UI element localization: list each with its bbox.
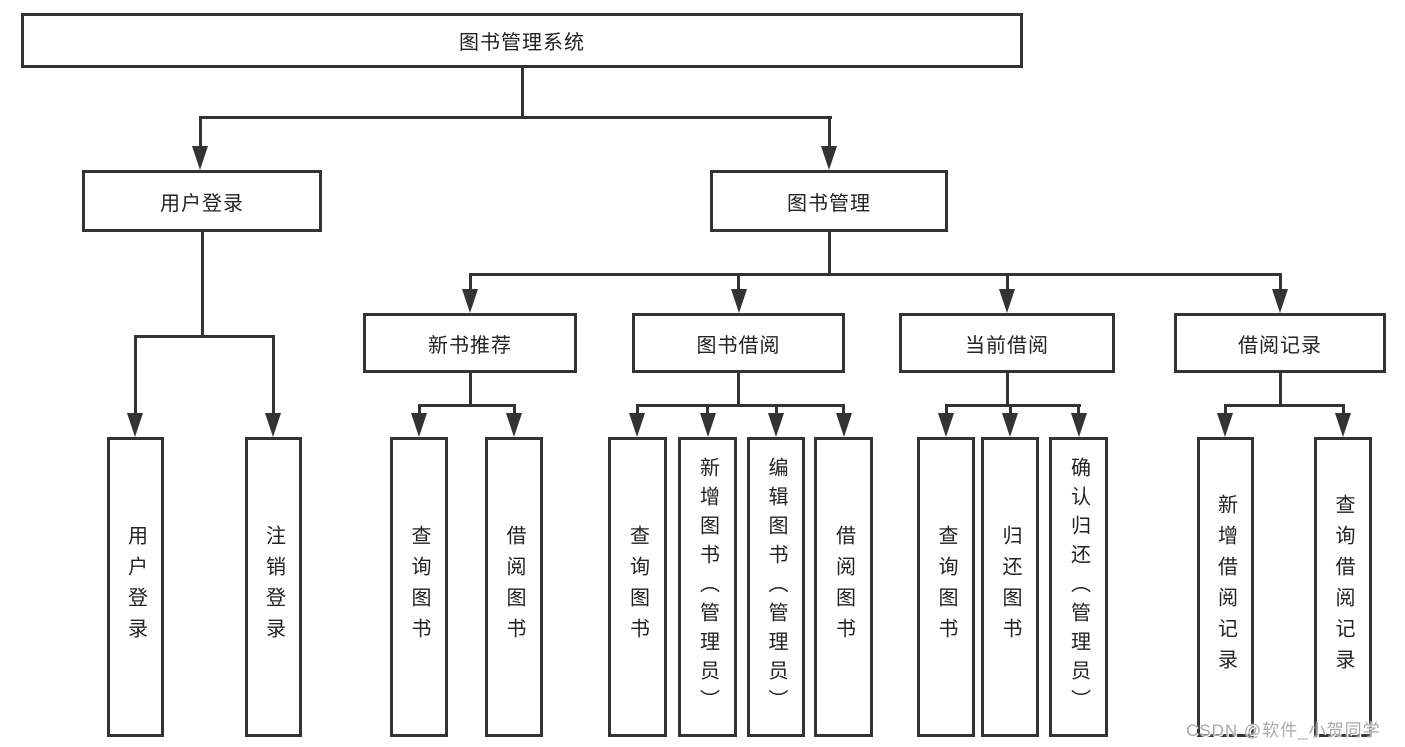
arrowhead-nbr-query bbox=[411, 413, 427, 437]
leaf-bb-query-books: 查询图书 bbox=[608, 437, 667, 737]
connector-bb-leaf3-drop bbox=[774, 404, 778, 413]
connector-user-login-drop bbox=[198, 116, 202, 146]
node-root-library-management-system: 图书管理系统 bbox=[21, 13, 1023, 68]
connector-bb-leaf4-drop bbox=[842, 404, 845, 413]
arrowhead-bb-add bbox=[699, 413, 716, 437]
arrowhead-login-leaf bbox=[127, 413, 143, 437]
connector-nbr-hline bbox=[417, 404, 516, 407]
connector-level2-hline bbox=[198, 116, 832, 119]
arrowhead-bb-query bbox=[629, 413, 645, 437]
arrowhead-br-add bbox=[1217, 413, 1233, 437]
connector-login-leaf-drop bbox=[133, 335, 137, 413]
arrowhead-cb-query bbox=[938, 413, 954, 437]
leaf-br-add-record: 新增借阅记录 bbox=[1197, 437, 1254, 737]
connector-book-mgmt-stem bbox=[827, 232, 831, 273]
connector-br-leaf1-drop bbox=[1223, 404, 1227, 413]
connector-user-login-hline bbox=[133, 335, 275, 338]
connector-nbr-drop bbox=[468, 273, 472, 289]
node-book-management: 图书管理 bbox=[710, 170, 948, 232]
connector-bb-drop bbox=[737, 273, 740, 289]
arrowhead-current-borrowing bbox=[999, 289, 1015, 313]
connector-bb-stem bbox=[737, 373, 740, 404]
leaf-logout-action: 注销登录 bbox=[245, 437, 302, 737]
connector-nbr-leaf1-drop bbox=[417, 404, 421, 413]
arrowhead-new-book-recommend bbox=[462, 289, 478, 313]
leaf-bb-borrow-books: 借阅图书 bbox=[814, 437, 873, 737]
connector-user-login-stem bbox=[200, 232, 204, 335]
arrowhead-nbr-borrow bbox=[506, 413, 522, 437]
arrowhead-user-login bbox=[192, 146, 208, 170]
node-current-borrowing: 当前借阅 bbox=[899, 313, 1115, 373]
connector-cb-hline bbox=[944, 404, 1081, 407]
leaf-cb-confirm-return-admin: 确认归还（管理员） bbox=[1049, 437, 1108, 737]
connector-bb-hline bbox=[635, 404, 845, 407]
arrowhead-borrowing-records bbox=[1272, 289, 1288, 313]
arrowhead-bb-edit bbox=[768, 413, 784, 437]
leaf-cb-return-books: 归还图书 bbox=[981, 437, 1039, 737]
node-book-borrowing: 图书借阅 bbox=[632, 313, 845, 373]
arrowhead-cb-return bbox=[1002, 413, 1018, 437]
connector-cb-stem bbox=[1005, 373, 1009, 404]
leaf-nbr-borrow-books: 借阅图书 bbox=[485, 437, 543, 737]
connector-level3-hline bbox=[468, 273, 1282, 276]
arrowhead-br-query bbox=[1335, 413, 1351, 437]
connector-cb-leaf3-drop bbox=[1077, 404, 1080, 413]
connector-nbr-stem bbox=[468, 373, 472, 404]
leaf-bb-add-books-admin: 新增图书（管理员） bbox=[678, 437, 737, 737]
arrowhead-cb-confirm bbox=[1070, 413, 1087, 437]
connector-cb-drop bbox=[1005, 273, 1009, 289]
connector-logout-leaf-drop bbox=[271, 335, 275, 413]
connector-bb-leaf2-drop bbox=[706, 404, 709, 413]
arrowhead-book-mgmt bbox=[821, 146, 837, 170]
arrowhead-logout-leaf bbox=[265, 413, 281, 437]
leaf-user-login-action: 用户登录 bbox=[107, 437, 164, 737]
connector-br-stem bbox=[1278, 373, 1282, 404]
connector-br-leaf2-drop bbox=[1341, 404, 1345, 413]
csdn-watermark: CSDN @软件_小贺同学 bbox=[1186, 721, 1381, 740]
connector-cb-leaf1-drop bbox=[944, 404, 948, 413]
connector-book-mgmt-drop bbox=[827, 116, 831, 146]
connector-br-hline bbox=[1223, 404, 1345, 407]
leaf-nbr-query-books: 查询图书 bbox=[390, 437, 448, 737]
arrowhead-bb-borrow bbox=[835, 413, 852, 437]
connector-cb-leaf2-drop bbox=[1008, 404, 1012, 413]
connector-bb-leaf1-drop bbox=[635, 404, 639, 413]
leaf-br-query-record: 查询借阅记录 bbox=[1314, 437, 1372, 737]
leaf-bb-edit-books-admin: 编辑图书（管理员） bbox=[747, 437, 805, 737]
leaf-cb-query-books: 查询图书 bbox=[917, 437, 975, 737]
node-user-login: 用户登录 bbox=[82, 170, 322, 232]
node-new-book-recommend: 新书推荐 bbox=[363, 313, 577, 373]
connector-root-stem bbox=[520, 68, 524, 116]
arrowhead-book-borrowing bbox=[730, 289, 747, 313]
connector-br-drop bbox=[1278, 273, 1282, 289]
node-borrowing-records: 借阅记录 bbox=[1174, 313, 1386, 373]
connector-nbr-leaf2-drop bbox=[512, 404, 516, 413]
